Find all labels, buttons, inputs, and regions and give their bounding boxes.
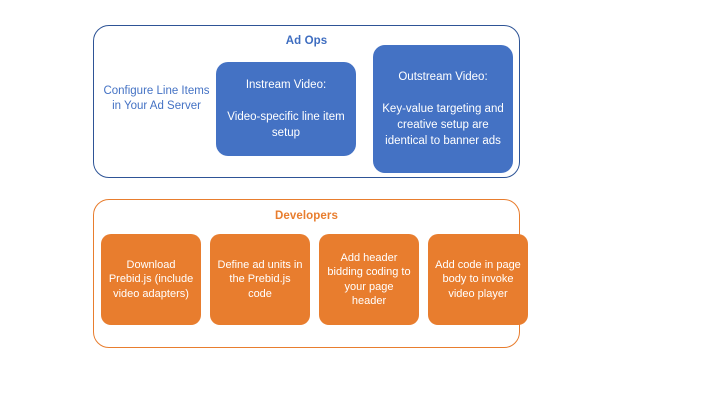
box-outstream-video-label: Outstream Video: Key-value targeting and… [382, 71, 504, 147]
box-instream-video-label: Instream Video: Video-specific line item… [227, 79, 345, 139]
box-download-prebid-label: Download Prebid.js (include video adapte… [108, 258, 194, 300]
group-title-developers: Developers [274, 210, 338, 222]
box-define-ad-units-label: Define ad units in the Prebid.js code [217, 258, 303, 300]
box-define-ad-units: Define ad units in the Prebid.js code [210, 234, 310, 325]
box-download-prebid: Download Prebid.js (include video adapte… [101, 234, 201, 325]
box-add-header-bidding: Add header bidding coding to your page h… [319, 234, 419, 325]
box-instream-video: Instream Video: Video-specific line item… [216, 62, 356, 156]
box-outstream-video: Outstream Video: Key-value targeting and… [373, 45, 513, 173]
box-add-page-body-code-label: Add code in page body to invoke video pl… [435, 258, 521, 300]
group-title-ad-ops: Ad Ops [285, 35, 328, 47]
text-configure-line-items: Configure Line Items in Your Ad Server [99, 68, 214, 130]
box-add-header-bidding-label: Add header bidding coding to your page h… [327, 251, 411, 308]
text-configure-line-items-label: Configure Line Items in Your Ad Server [103, 84, 210, 113]
box-add-page-body-code: Add code in page body to invoke video pl… [428, 234, 528, 325]
developer-steps-row: Download Prebid.js (include video adapte… [101, 234, 528, 325]
